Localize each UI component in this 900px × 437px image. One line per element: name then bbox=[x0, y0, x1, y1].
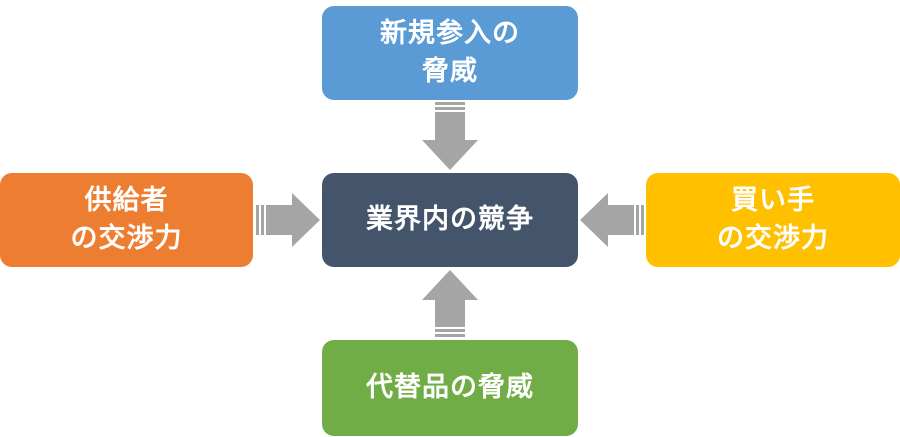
substitutes-threat-box: 代替品の脅威 bbox=[322, 340, 578, 436]
arrow-bottom-to-center bbox=[422, 270, 478, 337]
arrow-top-to-center bbox=[422, 102, 478, 170]
supplier-power-box: 供給者 の交渉力 bbox=[0, 173, 253, 267]
buyer-power-box: 買い手 の交渉力 bbox=[646, 173, 900, 267]
arrow-right-to-center bbox=[580, 193, 644, 247]
new-entrants-threat-label: 新規参入の 脅威 bbox=[380, 18, 520, 87]
buyer-power-label: 買い手 の交渉力 bbox=[717, 185, 829, 254]
new-entrants-threat-box: 新規参入の 脅威 bbox=[322, 6, 578, 100]
industry-rivalry-box: 業界内の競争 bbox=[322, 173, 578, 267]
supplier-power-label: 供給者 の交渉力 bbox=[70, 185, 183, 254]
substitutes-threat-label: 代替品の脅威 bbox=[366, 372, 534, 403]
industry-rivalry-label: 業界内の競争 bbox=[366, 204, 534, 235]
arrow-left-to-center bbox=[256, 193, 320, 247]
